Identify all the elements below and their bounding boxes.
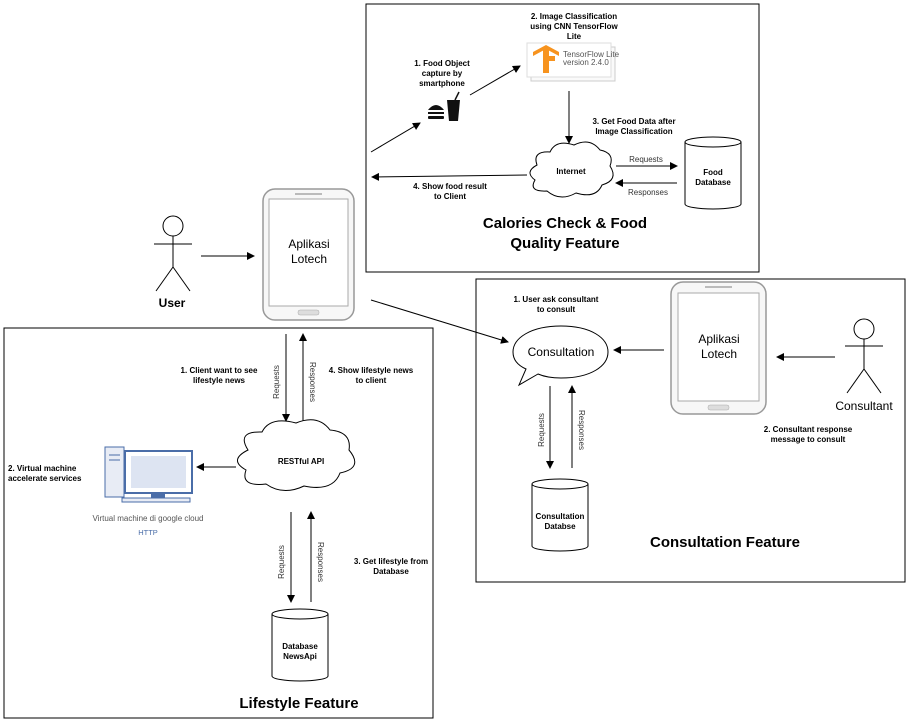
- lifestyle-feature-box: [3, 327, 434, 719]
- calories-title-line1: Calories Check & Food: [483, 215, 647, 232]
- consultant-app-label-2: Lotech: [701, 347, 737, 361]
- main-app-label-2: Lotech: [291, 252, 327, 266]
- tflite-label-2: version 2.4.0: [563, 58, 609, 67]
- newsapi-database-icon: [271, 608, 329, 682]
- phone-to-consultation-arrow: [370, 299, 509, 344]
- consultation-bubble-icon: [512, 325, 609, 387]
- newsapi-db-label-1: Database: [282, 642, 318, 651]
- calories-step1-line3: smartphone: [419, 79, 465, 88]
- consult-requests-label: Requests: [537, 413, 546, 447]
- consult-step2-line2: message to consult: [771, 435, 846, 444]
- internet-cloud-icon: [529, 141, 614, 198]
- user-label: User: [159, 296, 186, 310]
- lifestyle-responses-label-top: Responses: [308, 362, 317, 402]
- lifestyle-step4-line1: 4. Show lifestyle news: [329, 366, 414, 375]
- vm-http-label: HTTP: [138, 528, 158, 537]
- internet-to-phone-arrow: [371, 172, 528, 181]
- consultant-label: Consultant: [835, 399, 893, 413]
- lifestyle-requests-label-top: Requests: [272, 365, 281, 399]
- tflite-label-1: TensorFlow Lite: [563, 50, 620, 59]
- consult-responses-label: Responses: [577, 410, 586, 450]
- consultant-actor-icon: [845, 318, 883, 394]
- restful-api-cloud-icon: [237, 419, 356, 491]
- calories-responses-label: Responses: [628, 188, 668, 197]
- vm-caption: Virtual machine di google cloud: [92, 514, 203, 523]
- calories-step2-line3: Lite: [567, 32, 582, 41]
- calories-step3-line2: Image Classification: [595, 127, 672, 136]
- consult-step1-line2: to consult: [537, 305, 576, 314]
- food-to-tflite-arrow: [469, 65, 521, 96]
- consultant-phone-icon: [670, 281, 767, 415]
- consultation-database-icon: [531, 478, 589, 552]
- phone-to-food-arrow: [370, 122, 421, 153]
- calories-step1-line1: 1. Food Object: [414, 59, 470, 68]
- food-icon: [428, 91, 460, 121]
- lifestyle-step1-line1: 1. Client want to see: [181, 366, 258, 375]
- restful-api-label: RESTful API: [278, 457, 324, 466]
- internet-label: Internet: [556, 167, 586, 176]
- calories-requests-label: Requests: [629, 155, 663, 164]
- food-database-icon: [684, 136, 742, 210]
- consult-step2-line1: 2. Consultant response: [764, 425, 853, 434]
- desktop-computer-icon: [104, 446, 193, 503]
- consultant-app-label-1: Aplikasi: [698, 332, 739, 346]
- lifestyle-responses-label-bottom: Responses: [316, 542, 325, 582]
- calories-title-line2: Quality Feature: [510, 235, 619, 252]
- consult-step1-line1: 1. User ask consultant: [514, 295, 599, 304]
- calories-step3-line1: 3. Get Food Data after: [592, 117, 675, 126]
- calories-step1-line2: capture by: [422, 69, 463, 78]
- lifestyle-step2-line1: 2. Virtual machine: [8, 464, 77, 473]
- calories-step4-line1: 4. Show food result: [413, 182, 487, 191]
- lifestyle-requests-label-bottom: Requests: [277, 545, 286, 579]
- calories-step2-line1: 2. Image Classification: [531, 12, 617, 21]
- lifestyle-step1-line2: lifestyle news: [193, 376, 246, 385]
- consult-db-label-1: Consultation: [536, 512, 585, 521]
- user-actor-icon: [154, 215, 192, 292]
- consult-db-label-2: Databse: [544, 522, 576, 531]
- consultation-title: Consultation Feature: [650, 534, 800, 551]
- lifestyle-step2-line2: accelerate services: [8, 474, 82, 483]
- tflite-card: [526, 42, 616, 82]
- main-phone-icon: [262, 188, 355, 321]
- lifestyle-step3-line1: 3. Get lifestyle from: [354, 557, 428, 566]
- lifestyle-title: Lifestyle Feature: [239, 695, 358, 712]
- newsapi-db-label-2: NewsApi: [283, 652, 317, 661]
- consultation-bubble-label: Consultation: [528, 345, 595, 359]
- food-db-label-1: Food: [703, 168, 723, 177]
- calories-step2-line2: using CNN TensorFlow: [530, 22, 618, 31]
- food-db-label-2: Database: [695, 178, 731, 187]
- tensorflow-logo-icon: [533, 45, 559, 73]
- main-app-label-1: Aplikasi: [288, 237, 329, 251]
- calories-step4-line2: to Client: [434, 192, 466, 201]
- lifestyle-step4-line2: to client: [356, 376, 387, 385]
- lifestyle-step3-line2: Database: [373, 567, 409, 576]
